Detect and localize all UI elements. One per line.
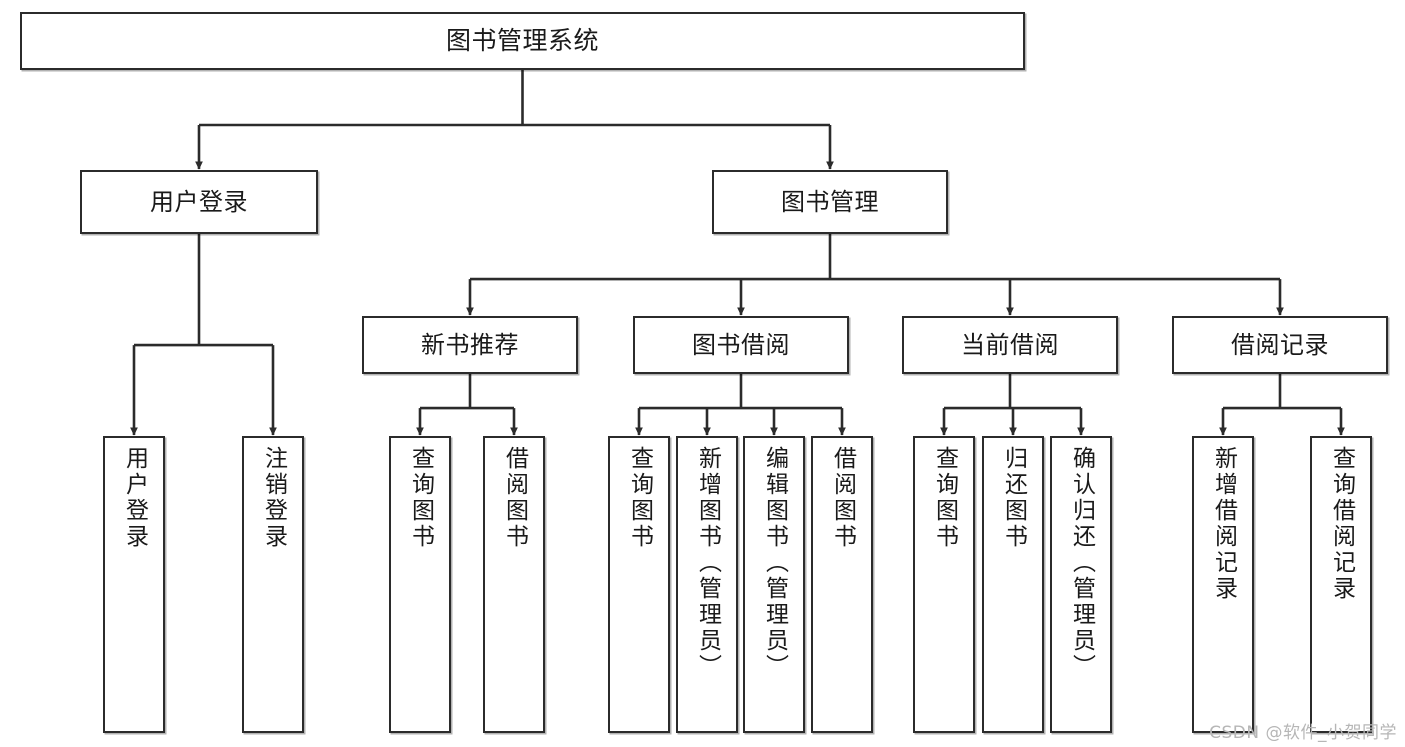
- node-label: 借阅图书: [829, 446, 856, 550]
- node-leaf-logout[interactable]: 注销登录: [242, 436, 304, 733]
- node-label: 用户登录: [121, 446, 148, 550]
- node-borrow-record[interactable]: 借阅记录: [1172, 316, 1388, 374]
- node-book-borrow[interactable]: 图书借阅: [633, 316, 849, 374]
- node-label: 注销登录: [260, 446, 287, 550]
- node-user-login[interactable]: 用户登录: [80, 170, 318, 234]
- node-leaf-query-book-1[interactable]: 查询图书: [389, 436, 451, 733]
- node-leaf-borrow-book-1[interactable]: 借阅图书: [483, 436, 545, 733]
- node-leaf-query-book-2[interactable]: 查询图书: [608, 436, 670, 733]
- node-leaf-add-book[interactable]: 新增图书（管理员）: [676, 436, 738, 733]
- node-label: 查询图书: [407, 446, 434, 550]
- node-label: 当前借阅: [961, 330, 1059, 359]
- node-label: 借阅记录: [1231, 330, 1329, 359]
- node-leaf-add-record[interactable]: 新增借阅记录: [1192, 436, 1254, 733]
- node-label: 确认归还（管理员）: [1068, 446, 1095, 680]
- node-root[interactable]: 图书管理系统: [20, 12, 1025, 70]
- node-book-manage[interactable]: 图书管理: [712, 170, 948, 234]
- node-new-book-rec[interactable]: 新书推荐: [362, 316, 578, 374]
- node-label: 新书推荐: [421, 330, 519, 359]
- node-label: 图书借阅: [692, 330, 790, 359]
- watermark-text: CSDN @软件_小贺同学: [1209, 723, 1397, 743]
- node-label: 新增借阅记录: [1210, 446, 1237, 602]
- node-leaf-confirm-return[interactable]: 确认归还（管理员）: [1050, 436, 1112, 733]
- node-label: 新增图书（管理员）: [694, 446, 721, 680]
- node-current-borrow[interactable]: 当前借阅: [902, 316, 1118, 374]
- node-label: 归还图书: [1000, 446, 1027, 550]
- node-leaf-edit-book[interactable]: 编辑图书（管理员）: [743, 436, 805, 733]
- node-label: 图书管理: [781, 187, 879, 216]
- node-leaf-query-record[interactable]: 查询借阅记录: [1310, 436, 1372, 733]
- node-leaf-query-book-3[interactable]: 查询图书: [913, 436, 975, 733]
- node-label: 查询图书: [931, 446, 958, 550]
- node-label: 查询图书: [626, 446, 653, 550]
- node-label: 查询借阅记录: [1328, 446, 1355, 602]
- node-label: 编辑图书（管理员）: [761, 446, 788, 680]
- node-leaf-return-book[interactable]: 归还图书: [982, 436, 1044, 733]
- node-label: 用户登录: [150, 187, 248, 216]
- node-leaf-user-login[interactable]: 用户登录: [103, 436, 165, 733]
- node-label: 图书管理系统: [445, 26, 599, 56]
- node-leaf-borrow-book-2[interactable]: 借阅图书: [811, 436, 873, 733]
- node-label: 借阅图书: [501, 446, 528, 550]
